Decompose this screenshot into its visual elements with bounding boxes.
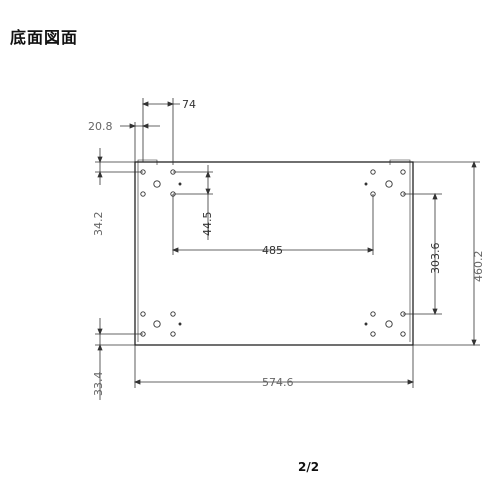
dim-label-bottom-hole-offset: 33.4 xyxy=(92,372,105,397)
dim-label-hole-spacing-y: 303.6 xyxy=(429,243,442,275)
page-number: 2/2 xyxy=(298,460,320,474)
dim-label-left-hole-offset: 34.2 xyxy=(92,212,105,237)
hole-group-top-left xyxy=(140,169,182,197)
dim-label-top-offset: 74 xyxy=(182,98,196,111)
dim-label-overall-height: 460.2 xyxy=(472,251,485,283)
hole-group-top-right xyxy=(364,169,406,197)
page-title: 底面図面 xyxy=(10,28,79,47)
dim-label-left-offset: 20.8 xyxy=(88,120,113,133)
hole-group-bottom-right xyxy=(364,311,406,337)
hole-group-bottom-left xyxy=(140,311,182,337)
base-plate-outline xyxy=(134,161,414,346)
dim-label-overall-width: 574.6 xyxy=(262,376,294,389)
dim-label-hole-spacing-x: 485 xyxy=(262,244,283,257)
dim-label-inner-hole-offset: 44.5 xyxy=(201,212,214,237)
